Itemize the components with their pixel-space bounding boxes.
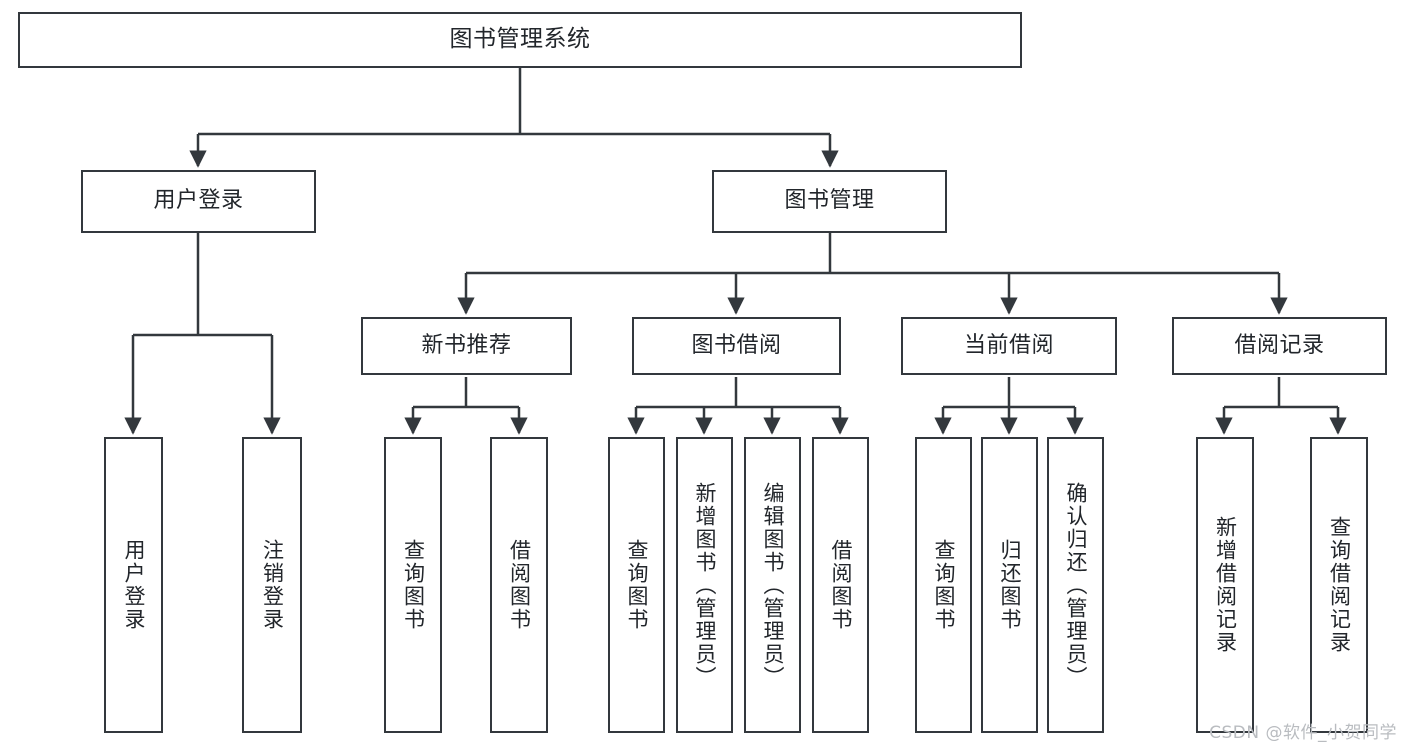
leaf-record-query[interactable]: 查询借阅记录 xyxy=(1310,437,1368,733)
leaf-borrow-query-book-label: 查询图书 xyxy=(624,539,649,631)
leaf-borrow-edit-book[interactable]: 编辑图书（管理员） xyxy=(744,437,801,733)
leaf-borrow-add-book[interactable]: 新增图书（管理员） xyxy=(676,437,733,733)
node-book-manage[interactable]: 图书管理 xyxy=(712,170,947,233)
leaf-record-add[interactable]: 新增借阅记录 xyxy=(1196,437,1254,733)
node-user-login-label: 用户登录 xyxy=(153,188,244,214)
leaf-record-query-label: 查询借阅记录 xyxy=(1327,516,1352,654)
node-root-system[interactable]: 图书管理系统 xyxy=(18,12,1022,68)
node-new-book-recommend[interactable]: 新书推荐 xyxy=(361,317,572,375)
node-new-book-recommend-label: 新书推荐 xyxy=(421,332,512,358)
node-book-manage-label: 图书管理 xyxy=(784,188,875,214)
leaf-logout[interactable]: 注销登录 xyxy=(242,437,302,733)
leaf-borrow-borrow-book-label: 借阅图书 xyxy=(828,539,853,631)
node-borrow-record[interactable]: 借阅记录 xyxy=(1172,317,1387,375)
leaf-borrow-edit-book-label: 编辑图书（管理员） xyxy=(760,481,785,689)
leaf-current-query-book-label: 查询图书 xyxy=(931,539,956,631)
leaf-logout-label: 注销登录 xyxy=(260,539,285,631)
node-book-borrow-label: 图书借阅 xyxy=(691,332,782,358)
leaf-user-login[interactable]: 用户登录 xyxy=(104,437,163,733)
node-user-login[interactable]: 用户登录 xyxy=(81,170,316,233)
node-current-borrow[interactable]: 当前借阅 xyxy=(901,317,1117,375)
node-current-borrow-label: 当前借阅 xyxy=(963,332,1054,358)
node-book-borrow[interactable]: 图书借阅 xyxy=(632,317,841,375)
csdn-watermark: CSDN @软件_小贺同学 xyxy=(1209,723,1397,743)
leaf-current-query-book[interactable]: 查询图书 xyxy=(915,437,972,733)
leaf-borrow-add-book-label: 新增图书（管理员） xyxy=(692,481,717,689)
leaf-current-return-book[interactable]: 归还图书 xyxy=(981,437,1038,733)
leaf-new-book-borrow-label: 借阅图书 xyxy=(507,539,532,631)
node-root-label: 图书管理系统 xyxy=(449,26,591,53)
leaf-current-confirm-return[interactable]: 确认归还（管理员） xyxy=(1047,437,1104,733)
node-borrow-record-label: 借阅记录 xyxy=(1234,332,1325,358)
leaf-record-add-label: 新增借阅记录 xyxy=(1213,516,1238,654)
leaf-current-confirm-return-label: 确认归还（管理员） xyxy=(1063,481,1088,689)
leaf-current-return-book-label: 归还图书 xyxy=(997,539,1022,631)
leaf-borrow-query-book[interactable]: 查询图书 xyxy=(608,437,665,733)
leaf-user-login-label: 用户登录 xyxy=(121,539,146,631)
leaf-new-book-query[interactable]: 查询图书 xyxy=(384,437,442,733)
leaf-new-book-query-label: 查询图书 xyxy=(401,539,426,631)
leaf-new-book-borrow[interactable]: 借阅图书 xyxy=(490,437,548,733)
leaf-borrow-borrow-book[interactable]: 借阅图书 xyxy=(812,437,869,733)
